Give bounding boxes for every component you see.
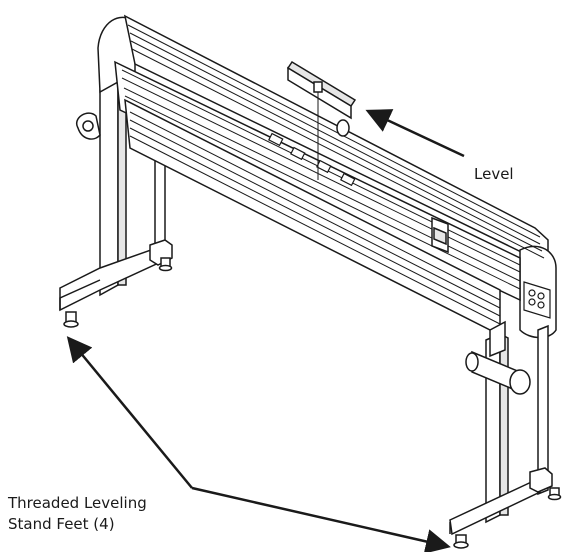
level-tool (286, 60, 357, 180)
control-panel (523, 281, 551, 319)
cutting-carriage (431, 216, 449, 254)
left-foot-back (158, 257, 173, 272)
feet-arrow-left (66, 336, 193, 489)
feet-label-line2: Stand Feet (4) (8, 515, 115, 533)
media-roller (465, 320, 531, 395)
right-foot-front (453, 534, 469, 549)
feet-label-line1: Threaded Leveling (8, 494, 147, 512)
left-foot-front (63, 311, 79, 328)
pinch-rollers (268, 132, 356, 187)
right-foot-back (547, 487, 562, 501)
left-knob (75, 112, 101, 140)
level-label: Level (474, 165, 514, 183)
feet-arrow-right (191, 486, 451, 554)
rail-ridges (121, 24, 545, 325)
level-arrow (365, 109, 465, 158)
callout-arrows (66, 109, 465, 554)
right-stand-leg (449, 324, 553, 536)
